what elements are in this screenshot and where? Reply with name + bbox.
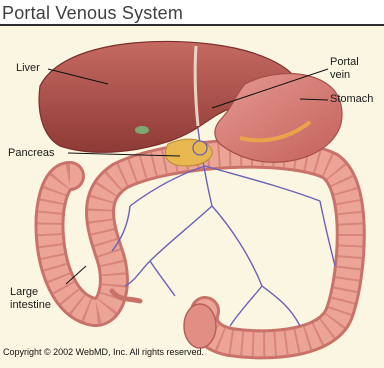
- page-title: Portal Venous System: [2, 2, 183, 24]
- label-large-intestine-line2: intestine: [10, 299, 51, 312]
- label-portal-vein-line1: Portal: [330, 56, 359, 69]
- label-large-intestine-line1: Large: [10, 286, 38, 299]
- large-intestine: [50, 154, 351, 348]
- label-portal-vein-line2: vein: [330, 69, 350, 82]
- label-stomach: Stomach: [330, 93, 373, 106]
- copyright-notice: Copyright © 2002 WebMD, Inc. All rights …: [3, 347, 204, 357]
- label-pancreas: Pancreas: [8, 147, 54, 160]
- portal-venous-illustration: [0, 26, 384, 368]
- pancreas: [165, 139, 212, 166]
- gallbladder: [135, 126, 149, 134]
- label-liver: Liver: [16, 62, 40, 75]
